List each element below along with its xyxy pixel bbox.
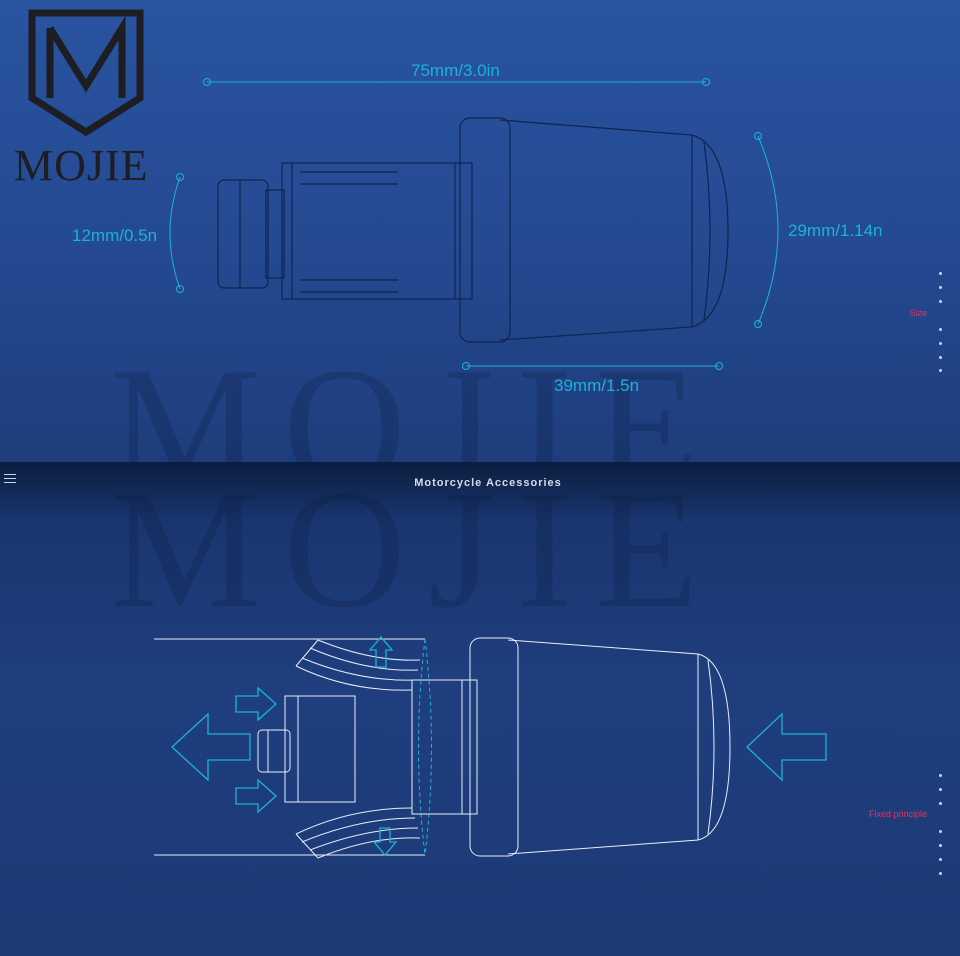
shield-m-logo-icon — [28, 9, 144, 137]
section-nav-dot[interactable] — [939, 286, 942, 289]
section-nav-dot[interactable] — [939, 802, 942, 805]
shaft-diameter-label: 12mm/0.5n — [72, 226, 158, 245]
section-nav-dot[interactable] — [939, 342, 942, 345]
section-nav-dot[interactable] — [939, 774, 942, 777]
bar-end-size-drawing — [169, 78, 779, 370]
section-nav-dot[interactable] — [939, 830, 942, 833]
section-nav-dot[interactable] — [939, 844, 942, 847]
section-nav-dot[interactable] — [939, 300, 942, 303]
section-nav-dot[interactable] — [939, 872, 942, 875]
section-nav: Fixed principle — [869, 772, 945, 884]
section-nav-dot[interactable] — [939, 788, 942, 791]
brand-logo: MOJIE — [6, 8, 166, 190]
section-nav-dot[interactable] — [939, 328, 942, 331]
fixed-principle-drawing — [154, 635, 827, 859]
section-nav-active-label[interactable]: Fixed principle — [868, 809, 927, 819]
section-nav-dot[interactable] — [939, 356, 942, 359]
section-nav-dot[interactable] — [939, 858, 942, 861]
section-nav-active-label[interactable]: Size — [909, 308, 927, 318]
principle-panel: MOJIE Motorcycle Accessories — [0, 462, 960, 956]
total-length-label: 75mm/3.0in — [411, 61, 500, 80]
brand-logo-text: MOJIE — [14, 141, 149, 190]
hamburger-menu-icon[interactable] — [4, 474, 16, 483]
section-nav: Size — [909, 270, 945, 375]
head-diameter-label: 29mm/1.14n — [788, 221, 883, 240]
header-bar: Motorcycle Accessories — [0, 462, 960, 506]
size-panel: MOJIE MOJIE — [0, 0, 960, 462]
section-nav-dot[interactable] — [939, 369, 942, 372]
header-title: Motorcycle Accessories — [414, 477, 562, 489]
section-nav-dot[interactable] — [939, 272, 942, 275]
head-length-label: 39mm/1.5n — [554, 376, 640, 395]
